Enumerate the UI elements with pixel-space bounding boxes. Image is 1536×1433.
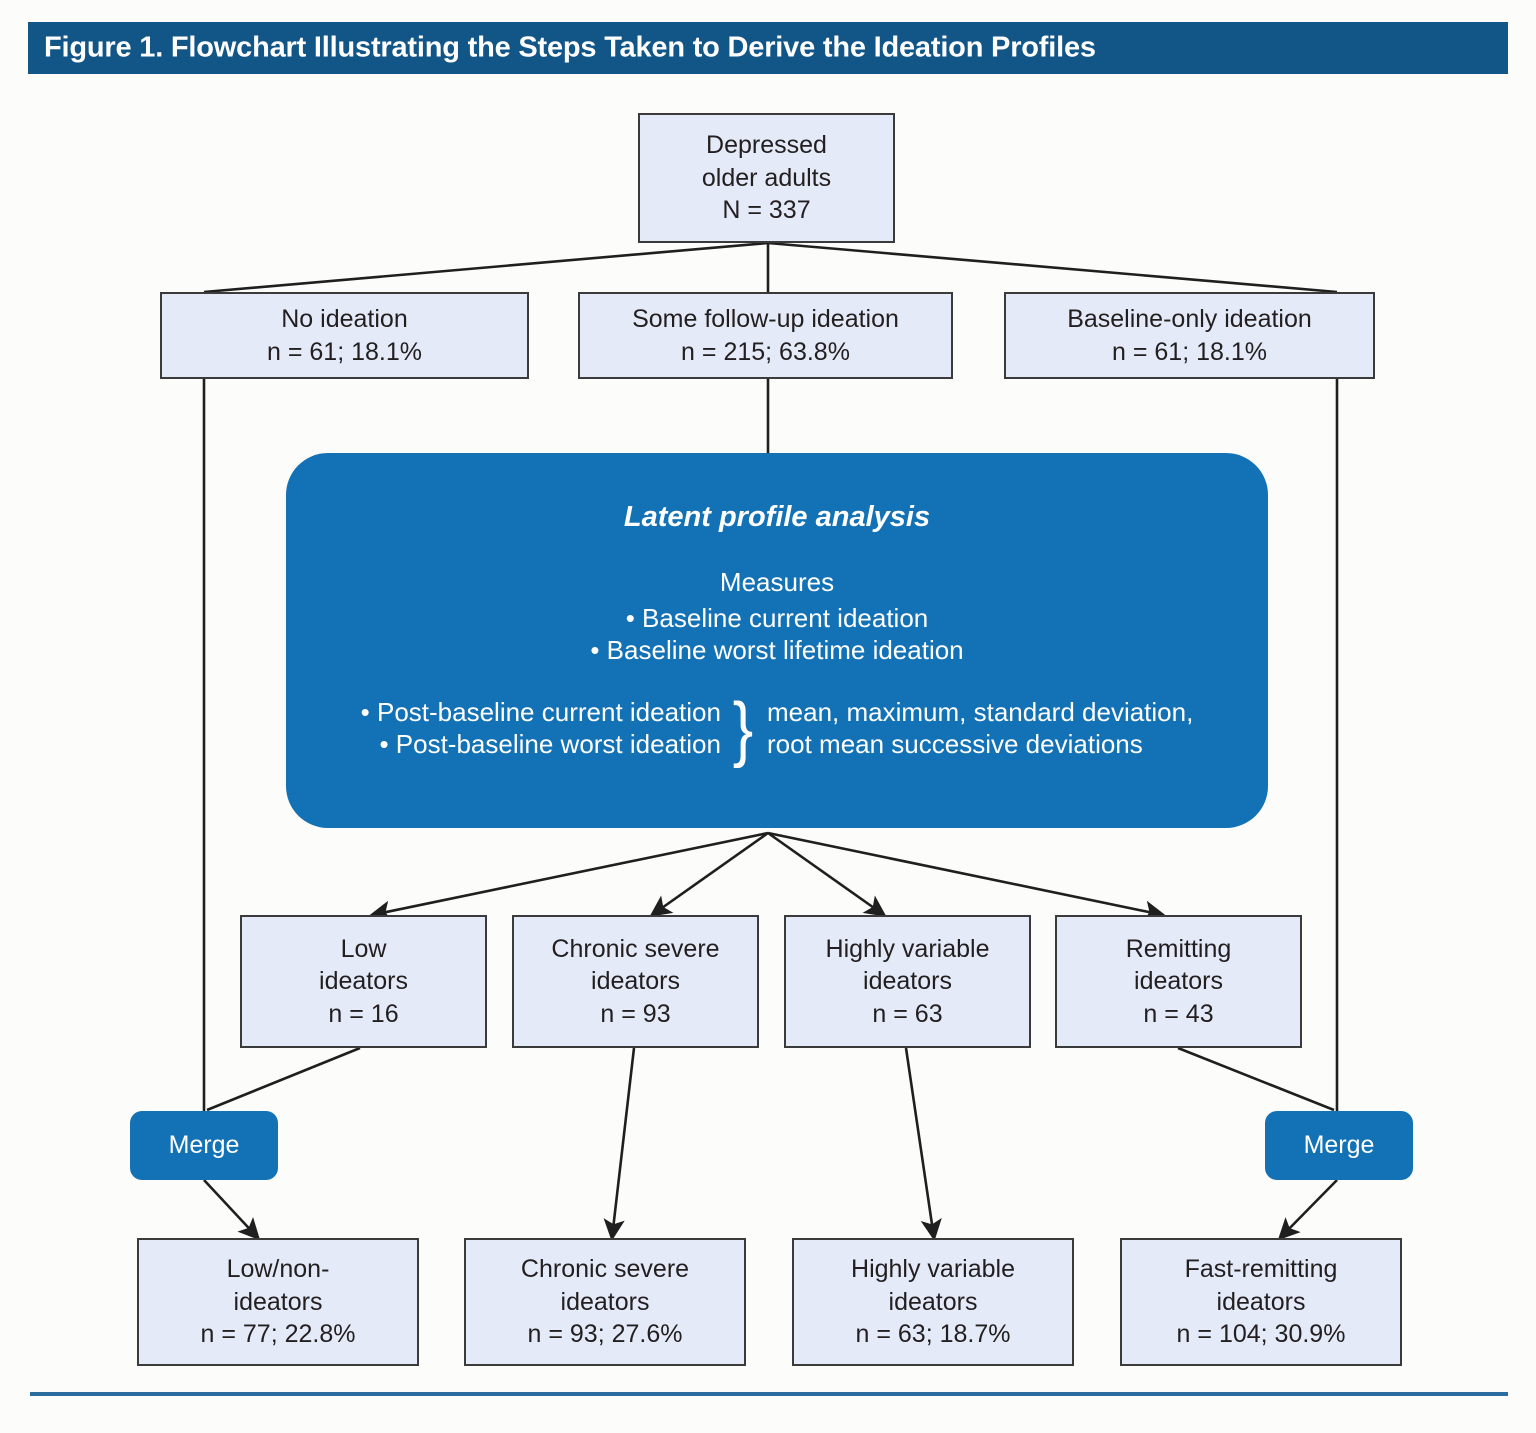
node-line-1: Depressed xyxy=(706,131,827,160)
node-low-non-ideators-final[interactable]: Low/non- ideators n = 77; 22.8% xyxy=(137,1238,419,1366)
node-line-3: n = 93; 27.6% xyxy=(527,1320,683,1349)
node-depressed-older-adults[interactable]: Depressed older adults N = 337 xyxy=(638,113,895,243)
footer-rule xyxy=(30,1392,1508,1396)
node-line-2: n = 61; 18.1% xyxy=(267,337,422,366)
node-line-3: n = 104; 30.9% xyxy=(1176,1320,1346,1349)
node-line-2: ideators xyxy=(560,1287,650,1316)
lpa-measure-item-2: • Baseline worst lifetime ideation xyxy=(590,635,964,665)
node-line-1: Chronic severe xyxy=(551,934,720,963)
lpa-bracket-group: • Post-baseline current ideation • Post-… xyxy=(286,689,1268,769)
lpa-measure-item-1: • Baseline current ideation xyxy=(625,603,929,633)
lpa-bracket-right-column: mean, maximum, standard deviation, root … xyxy=(767,697,1193,760)
node-some-followup-ideation[interactable]: Some follow-up ideation n = 215; 63.8% xyxy=(578,292,953,379)
lpa-title: Latent profile analysis xyxy=(623,501,931,533)
node-chronic-severe-ideators[interactable]: Chronic severe ideators n = 93 xyxy=(512,915,759,1048)
node-line-1: Highly variable xyxy=(851,1255,1015,1284)
lpa-measures-heading: Measures xyxy=(719,567,835,597)
node-line-3: n = 63; 18.7% xyxy=(855,1320,1011,1349)
node-no-ideation[interactable]: No ideation n = 61; 18.1% xyxy=(160,292,529,379)
node-line-1: No ideation xyxy=(281,305,408,333)
node-line-2: ideators xyxy=(863,967,952,996)
node-line-3: n = 63 xyxy=(872,999,943,1028)
node-line-2: ideators xyxy=(1216,1287,1306,1316)
node-line-1: Chronic severe xyxy=(520,1255,690,1284)
figure-title-bar: Figure 1. Flowchart Illustrating the Ste… xyxy=(28,22,1508,74)
lpa-bracket-left-item-2: • Post-baseline worst ideation xyxy=(379,729,721,760)
node-line-1: Low/non- xyxy=(226,1255,330,1284)
node-highly-variable-ideators[interactable]: Highly variable ideators n = 63 xyxy=(784,915,1031,1048)
node-line-1: Low xyxy=(340,934,387,963)
node-line-2: older adults xyxy=(701,163,832,192)
node-line-2: n = 215; 63.8% xyxy=(681,337,850,366)
node-baseline-only-ideation[interactable]: Baseline-only ideation n = 61; 18.1% xyxy=(1004,292,1375,379)
latent-profile-analysis-panel[interactable]: Latent profile analysis Measures • Basel… xyxy=(286,453,1268,828)
node-line-2: ideators xyxy=(233,1287,323,1316)
node-line-3: n = 43 xyxy=(1143,999,1214,1028)
node-highly-variable-ideators-final[interactable]: Highly variable ideators n = 63; 18.7% xyxy=(792,1238,1074,1366)
lpa-bracket-left-column: • Post-baseline current ideation • Post-… xyxy=(361,697,721,760)
page-title: Figure 1. Flowchart Illustrating the Ste… xyxy=(44,31,1096,64)
node-line-3: n = 77; 22.8% xyxy=(200,1320,356,1349)
node-line-2: n = 61; 18.1% xyxy=(1112,337,1267,366)
merge-label: Merge xyxy=(168,1131,240,1159)
node-low-ideators[interactable]: Low ideators n = 16 xyxy=(240,915,487,1048)
merge-chip-right[interactable]: Merge xyxy=(1265,1111,1413,1180)
node-line-1: Fast-remitting xyxy=(1184,1255,1338,1284)
node-line-1: Highly variable xyxy=(825,934,990,963)
node-line-2: ideators xyxy=(888,1287,978,1316)
node-remitting-ideators[interactable]: Remitting ideators n = 43 xyxy=(1055,915,1302,1048)
node-line-2: ideators xyxy=(1134,967,1223,996)
node-line-3: n = 16 xyxy=(328,999,399,1028)
node-line-1: Baseline-only ideation xyxy=(1067,305,1312,333)
node-chronic-severe-ideators-final[interactable]: Chronic severe ideators n = 93; 27.6% xyxy=(464,1238,746,1366)
lpa-bracket-left-item-1: • Post-baseline current ideation xyxy=(360,697,721,728)
lpa-bracket-right-item-1: mean, maximum, standard deviation, xyxy=(767,697,1194,728)
merge-chip-left[interactable]: Merge xyxy=(130,1111,278,1180)
node-line-1: Some follow-up ideation xyxy=(632,305,899,333)
node-line-1: Remitting xyxy=(1125,934,1232,963)
node-line-2: ideators xyxy=(591,967,680,996)
node-fast-remitting-ideators-final[interactable]: Fast-remitting ideators n = 104; 30.9% xyxy=(1120,1238,1402,1366)
lpa-bracket-right-item-2: root mean successive deviations xyxy=(767,729,1143,760)
node-line-3: N = 337 xyxy=(722,196,811,225)
merge-label: Merge xyxy=(1303,1131,1375,1159)
node-line-3: n = 93 xyxy=(600,999,671,1028)
node-line-2: ideators xyxy=(319,967,408,996)
curly-brace-icon: } xyxy=(732,689,754,769)
